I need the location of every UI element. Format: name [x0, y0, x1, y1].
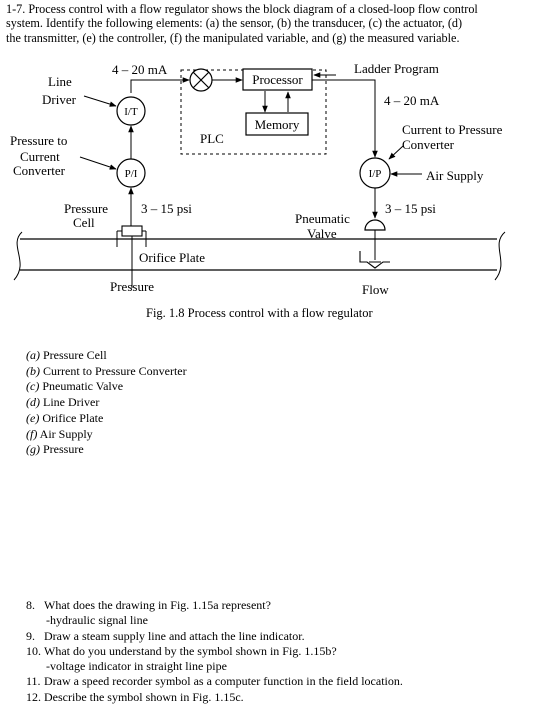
answer-item: (a) Pressure Cell: [26, 348, 107, 362]
pressure-to-current-label: Pressure to: [10, 133, 67, 148]
pressure-cell-label: Cell: [73, 215, 95, 230]
answer-item: (e) Orifice Plate: [26, 410, 104, 425]
question-list: 8.What does the drawing in Fig. 1.15a re…: [26, 598, 403, 705]
pi-label: P/I: [125, 168, 138, 180]
pi-converter: [116, 158, 146, 188]
it-label: I/T: [124, 106, 138, 118]
pneumatic-valve-label: Pneumatic: [295, 211, 350, 226]
pressure-variable-label: Pressure: [110, 279, 154, 294]
psi-right-label: 3 – 15 psi: [385, 201, 436, 216]
pneumatic-valve-label: Valve: [307, 226, 337, 241]
figure-caption: Fig. 1.8 Process control with a flow reg…: [146, 306, 374, 320]
answer-item: (c) Pneumatic Valve: [26, 379, 124, 394]
problem-statement: 1-7. Process control with a flow regulat…: [6, 2, 532, 45]
it-transmitter: [116, 96, 146, 126]
question-item: 8.What does the drawing in Fig. 1.15a re…: [26, 598, 271, 612]
answer-item: (f) Air Supply: [26, 426, 93, 441]
line-driver-label: Driver: [42, 92, 77, 107]
pressure-to-current-label: Current: [20, 149, 60, 164]
line-driver-label: Line: [48, 74, 72, 89]
question-answer: -hydraulic signal line: [46, 613, 148, 628]
valve-body: [359, 251, 390, 269]
psi-left-label: 3 – 15 psi: [141, 201, 192, 216]
ladder-program-label: Ladder Program: [354, 61, 439, 76]
air-supply-label: Air Supply: [426, 168, 484, 183]
question-item: 9.Draw a steam supply line and attach th…: [26, 628, 305, 643]
plc-label: PLC: [200, 131, 224, 146]
processor-label: Processor: [252, 72, 303, 87]
answer-item: (b) Current to Pressure Converter: [26, 363, 187, 378]
memory-label: Memory: [255, 117, 300, 132]
ma-left-label: 4 – 20 mA: [112, 62, 168, 77]
problem-line: system. Identify the following elements:…: [6, 16, 463, 31]
answer-item: (d) Line Driver: [26, 395, 100, 410]
question-answer: -voltage indicator in straight line pipe: [46, 659, 227, 674]
memory-block: [245, 112, 309, 136]
ip-label: I/P: [369, 168, 382, 180]
question-item: 11.Draw a speed recorder symbol as a com…: [26, 674, 403, 689]
pressure-cell-body: [121, 225, 143, 237]
ma-right-label: 4 – 20 mA: [384, 93, 440, 108]
question-item: 10.What do you understand by the symbol …: [26, 643, 337, 658]
answer-list: (a) Pressure Cell (b) Current to Pressur…: [26, 348, 187, 458]
answer-item: (g) Pressure: [26, 442, 84, 457]
pressure-to-current-label: Converter: [13, 163, 66, 178]
problem-line: 1-7. Process control with a flow regulat…: [6, 2, 478, 16]
pressure-cell-label: Pressure: [64, 201, 108, 216]
flow-control-diagram: Processor Memory I/T P/I I/P: [10, 61, 506, 320]
orifice-plate-label: Orifice Plate: [139, 250, 205, 265]
current-pressure-label: Current to Pressure: [402, 122, 503, 137]
question-item: 12.Describe the symbol shown in Fig. 1.1…: [26, 689, 244, 704]
current-pressure-label: Converter: [402, 137, 455, 152]
pneumatic-valve-actuator: [364, 219, 386, 231]
flow-variable-label: Flow: [362, 282, 389, 297]
problem-line: the transmitter, (e) the controller, (f)…: [6, 30, 460, 45]
